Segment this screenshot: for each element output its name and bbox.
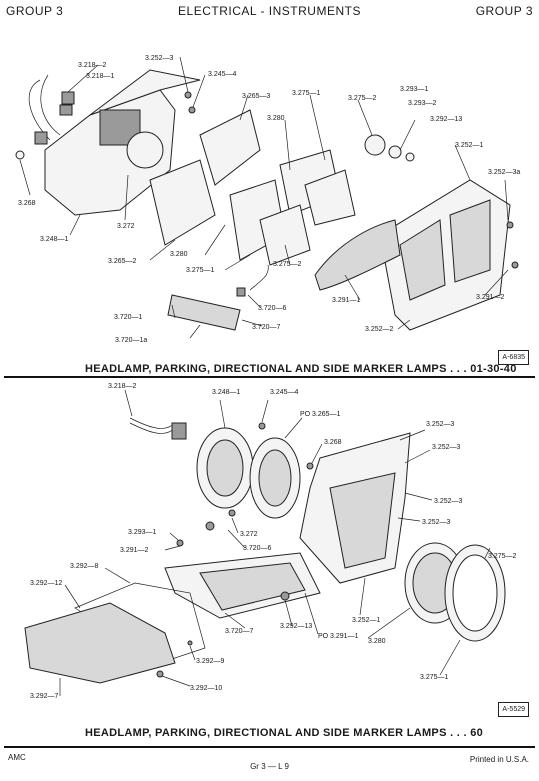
callout: 3.252—3 [422,519,451,526]
parking-lamp-lens [314,219,401,291]
bottom-figure-id: A-5529 [498,702,529,717]
wiring-connector [129,417,187,440]
callout: 3.252—2 [365,326,394,333]
callout: 3.218—2 [108,383,137,390]
callout: 3.218—2 [78,62,107,69]
header-title: ELECTRICAL - INSTRUMENTS [178,4,361,18]
screws [184,91,519,269]
callout: 3.292—10 [190,685,222,692]
callout: 3.275—2 [348,95,377,102]
callout: 3.252—3 [434,498,463,505]
adjusting-ring [249,437,301,519]
bottom-exploded-diagram: 3.218—2 3.248—1 3.245—4 PO 3.265—1 3.268… [24,383,517,700]
callout: 3.275—1 [292,90,321,97]
callout: 3.292—9 [196,658,225,665]
callout: 3.291—1 [332,297,361,304]
leader-lines [59,389,491,696]
callout: 3.291—2 [476,294,505,301]
callout: 3.720—1a [115,337,147,344]
header-group-left: GROUP 3 [6,4,64,18]
wiring-connectors [15,74,75,160]
callout: PO 3.265—1 [300,411,341,418]
callout-labels: 3.218—2 3.218—1 3.252—3 3.245—4 3.265—3 … [18,55,520,344]
callout: 3.265—3 [242,93,271,100]
callout: 3.293—2 [408,100,437,107]
callout: 3.272 [117,223,135,230]
callout: 3.252—3 [432,444,461,451]
callout: 3.252—1 [352,617,381,624]
callout: 3.248—1 [40,236,69,243]
parking-lamp-assembly [164,552,321,619]
callout: 3.292—7 [30,693,59,700]
callout: 3.720—1 [114,314,143,321]
callout: 3.252—3 [145,55,174,62]
footer-page-number: Gr 3 — L 9 [250,762,289,771]
callout: 3.248—1 [212,389,241,396]
headlamp-mounting-ring [196,427,254,509]
callout-labels: 3.218—2 3.248—1 3.245—4 PO 3.265—1 3.268… [30,383,517,700]
callout: 3.275—2 [488,553,517,560]
callout: 3.720—7 [225,628,254,635]
footer-printed: Printed in U.S.A. [469,755,529,764]
callout: PO 3.291—1 [318,633,359,640]
parking-lamp-lens [24,602,176,684]
leader-lines [19,56,509,339]
callout: 3.252—1 [455,142,484,149]
footer-brand: AMC [8,753,26,762]
side-marker-lamp [167,264,269,331]
callout: 3.292—8 [70,563,99,570]
callout: 3.268 [324,439,342,446]
retaining-ring [444,544,506,642]
bulb-socket [364,134,415,162]
headlamp-housing-assembly [44,69,201,216]
callout: 3.280 [170,251,188,258]
screws [156,422,314,678]
callout: 3.280 [368,638,386,645]
callout: 3.292—13 [430,116,462,123]
callout: 3.292—12 [30,580,62,587]
callout: 3.265—2 [108,258,137,265]
callout: 3.252—3a [488,169,520,176]
callout: 3.280 [267,115,285,122]
callout: 3.218—1 [86,73,115,80]
top-exploded-diagram: 3.218—2 3.218—1 3.252—3 3.245—4 3.265—3 … [15,55,520,344]
callout: 3.252—3 [426,421,455,428]
callout: 3.720—6 [258,305,287,312]
callout: 3.293—1 [128,529,157,536]
retaining-rings [259,169,356,266]
top-figure-id: A-6835 [498,350,529,365]
callout: 3.272 [240,531,258,538]
callout: 3.291—2 [120,547,149,554]
headlamp-bezel-housing [299,432,411,584]
callout: 3.720—6 [243,545,272,552]
headlamp-bezel [379,179,511,331]
callout: 3.275—2 [273,261,302,268]
section-divider [4,376,535,378]
callout: 3.275—1 [420,674,449,681]
header-group-right: GROUP 3 [475,4,533,18]
callout: 3.245—4 [270,389,299,396]
bottom-caption: HEADLAMP, PARKING, DIRECTIONAL AND SIDE … [85,727,484,739]
footer-divider [4,746,535,748]
callout: 3.293—1 [400,86,429,93]
callout: 3.245—4 [208,71,237,78]
callout: 3.292—13 [280,623,312,630]
callout: 3.268 [18,200,36,207]
callout: 3.720—7 [252,324,281,331]
callout: 3.275—1 [186,267,215,274]
top-caption: HEADLAMP, PARKING, DIRECTIONAL AND SIDE … [85,363,517,375]
